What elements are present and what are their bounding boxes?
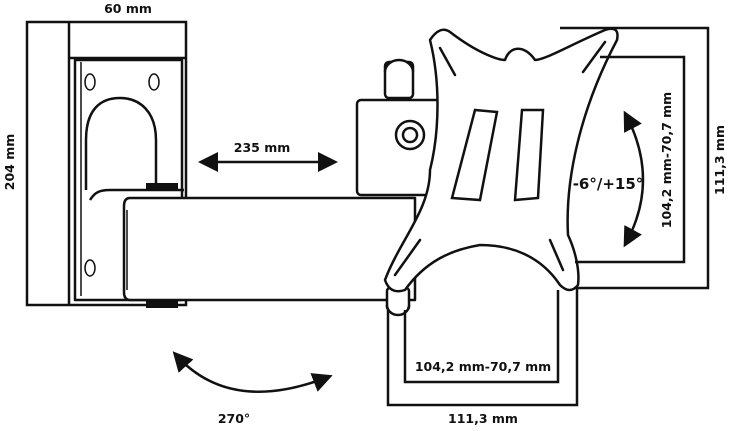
vesa-plate bbox=[383, 27, 619, 293]
screw-hole bbox=[148, 73, 160, 91]
tilt-block bbox=[355, 58, 444, 317]
tilt-arrow bbox=[623, 110, 645, 248]
swivel-range-label: 270° bbox=[218, 411, 250, 426]
vesa-horizontal-inner-label: 104,2 mm-70,7 mm bbox=[415, 359, 551, 374]
swivel-arm bbox=[122, 196, 417, 302]
tilt-range-label: -6°/+15° bbox=[573, 175, 644, 193]
vesa-vertical-inner-label: 104,2 mm-70,7 mm bbox=[659, 92, 674, 228]
arm-extension-label: 235 mm bbox=[234, 140, 291, 155]
vesa-vertical-outer-label: 111,3 mm bbox=[712, 125, 727, 195]
vesa-dimension-lines bbox=[386, 26, 710, 407]
vesa-horizontal-outer-label: 111,3 mm bbox=[448, 411, 518, 426]
wall-plate-width-label: 60 mm bbox=[104, 1, 152, 16]
screw-hole bbox=[84, 73, 96, 91]
wall-plate-height-label: 204 mm bbox=[2, 134, 17, 191]
swivel-arrow bbox=[172, 351, 333, 393]
